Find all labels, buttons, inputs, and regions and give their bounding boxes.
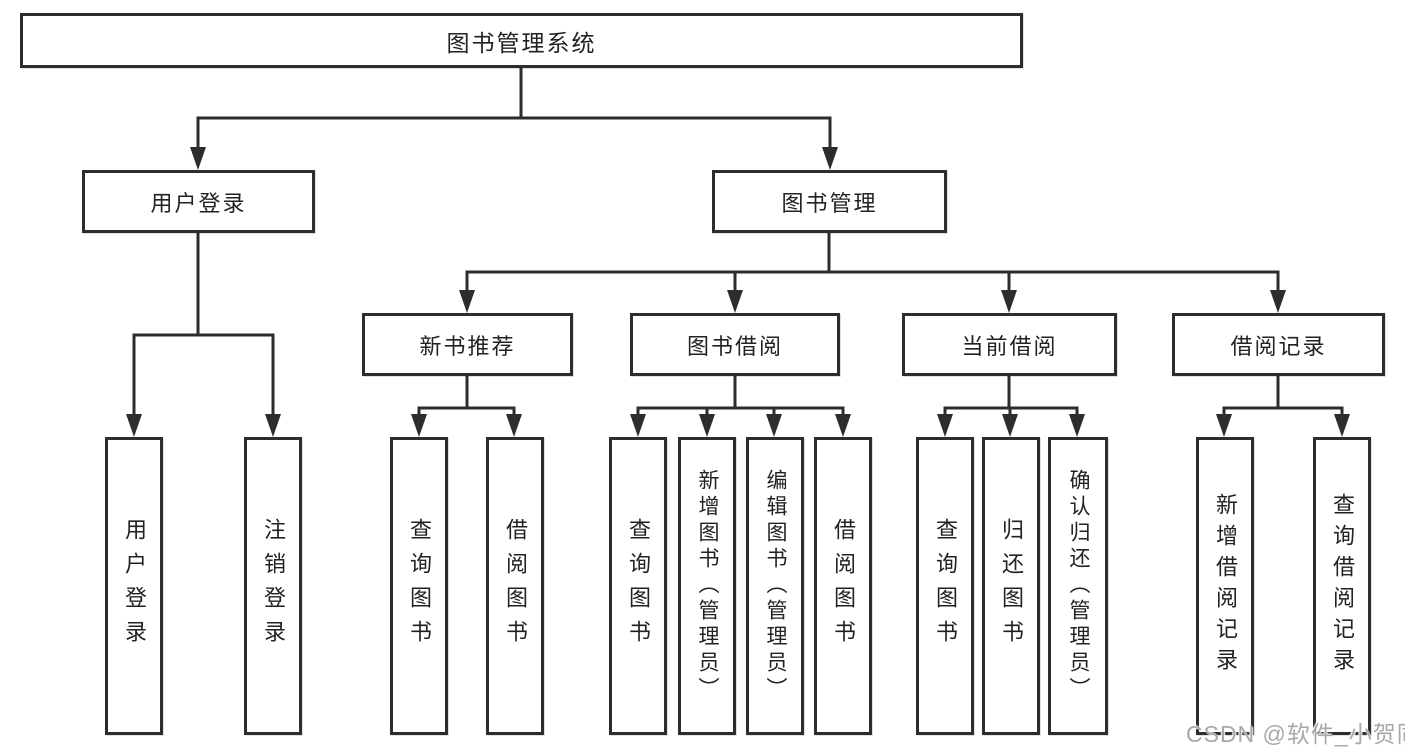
node-book-borrow: 图书借阅 bbox=[630, 313, 840, 376]
arrow-down-icon bbox=[1001, 290, 1017, 313]
arrow-down-icon bbox=[699, 414, 715, 437]
connector bbox=[465, 270, 1280, 295]
arrow-down-icon bbox=[822, 147, 838, 170]
arrow-down-icon bbox=[411, 414, 427, 437]
node-label: 当前借阅 bbox=[961, 333, 1058, 359]
connector bbox=[196, 116, 832, 152]
arrow-down-icon bbox=[1216, 414, 1232, 437]
node-label: 新增图书（管理员） bbox=[696, 469, 719, 703]
leaf-query-books-new: 查询图书 bbox=[390, 437, 448, 735]
node-label: 注销登录 bbox=[261, 518, 286, 654]
connector bbox=[1222, 406, 1344, 420]
node-label: 借阅图书 bbox=[831, 518, 856, 654]
connector bbox=[636, 406, 845, 420]
node-label: 查询图书 bbox=[626, 518, 651, 654]
watermark: CSDN @软件_小贺同学 bbox=[1186, 721, 1405, 747]
connector bbox=[417, 406, 516, 420]
node-new-book-recommend: 新书推荐 bbox=[362, 313, 573, 376]
node-label: 用户登录 bbox=[122, 518, 147, 654]
arrowhead-group bbox=[126, 147, 1350, 437]
node-current-borrow: 当前借阅 bbox=[902, 313, 1117, 376]
arrow-down-icon bbox=[937, 414, 953, 437]
node-label: 归还图书 bbox=[999, 518, 1024, 654]
leaf-query-borrow-record: 查询借阅记录 bbox=[1313, 437, 1371, 735]
leaf-logout: 注销登录 bbox=[244, 437, 302, 735]
leaf-add-book-admin: 新增图书（管理员） bbox=[678, 437, 736, 735]
node-label: 图书借阅 bbox=[686, 333, 783, 359]
leaf-query-books-current: 查询图书 bbox=[916, 437, 974, 735]
arrow-down-icon bbox=[265, 414, 281, 437]
node-book-management: 图书管理 bbox=[712, 170, 947, 233]
node-user-login: 用户登录 bbox=[82, 170, 315, 233]
node-label: 查询图书 bbox=[407, 518, 432, 654]
node-root-system: 图书管理系统 bbox=[20, 13, 1023, 68]
arrow-down-icon bbox=[1069, 414, 1085, 437]
arrow-down-icon bbox=[1270, 290, 1286, 313]
node-label: 查询图书 bbox=[933, 518, 958, 654]
node-label: 用户登录 bbox=[150, 190, 247, 216]
arrow-down-icon bbox=[766, 414, 782, 437]
leaf-add-borrow-record: 新增借阅记录 bbox=[1196, 437, 1254, 735]
arrow-down-icon bbox=[835, 414, 851, 437]
arrow-down-icon bbox=[1334, 414, 1350, 437]
node-label: 图书管理系统 bbox=[446, 29, 597, 56]
node-borrow-records: 借阅记录 bbox=[1172, 313, 1385, 376]
node-label: 借阅图书 bbox=[503, 518, 528, 654]
arrow-down-icon bbox=[459, 290, 475, 313]
node-label: 借阅记录 bbox=[1230, 333, 1327, 359]
arrow-down-icon bbox=[506, 414, 522, 437]
node-label: 编辑图书（管理员） bbox=[764, 469, 787, 703]
node-label: 新书推荐 bbox=[419, 333, 516, 359]
arrow-down-icon bbox=[727, 290, 743, 313]
leaf-edit-book-admin: 编辑图书（管理员） bbox=[746, 437, 804, 735]
arrow-down-icon bbox=[190, 147, 206, 170]
node-label: 确认归还（管理员） bbox=[1067, 469, 1090, 703]
arrow-down-icon bbox=[630, 414, 646, 437]
node-label: 图书管理 bbox=[781, 190, 878, 216]
leaf-borrow-books-new: 借阅图书 bbox=[486, 437, 544, 735]
leaf-return-books: 归还图书 bbox=[982, 437, 1040, 735]
arrow-down-icon bbox=[1002, 414, 1018, 437]
arrow-down-icon bbox=[126, 414, 142, 437]
leaf-query-books-borrow: 查询图书 bbox=[609, 437, 667, 735]
node-label: 查询借阅记录 bbox=[1330, 493, 1355, 679]
leaf-confirm-return-admin: 确认归还（管理员） bbox=[1048, 437, 1108, 735]
node-label: 新增借阅记录 bbox=[1213, 493, 1238, 679]
leaf-user-login: 用户登录 bbox=[105, 437, 163, 735]
connector bbox=[132, 333, 275, 418]
leaf-borrow-books-2: 借阅图书 bbox=[814, 437, 872, 735]
